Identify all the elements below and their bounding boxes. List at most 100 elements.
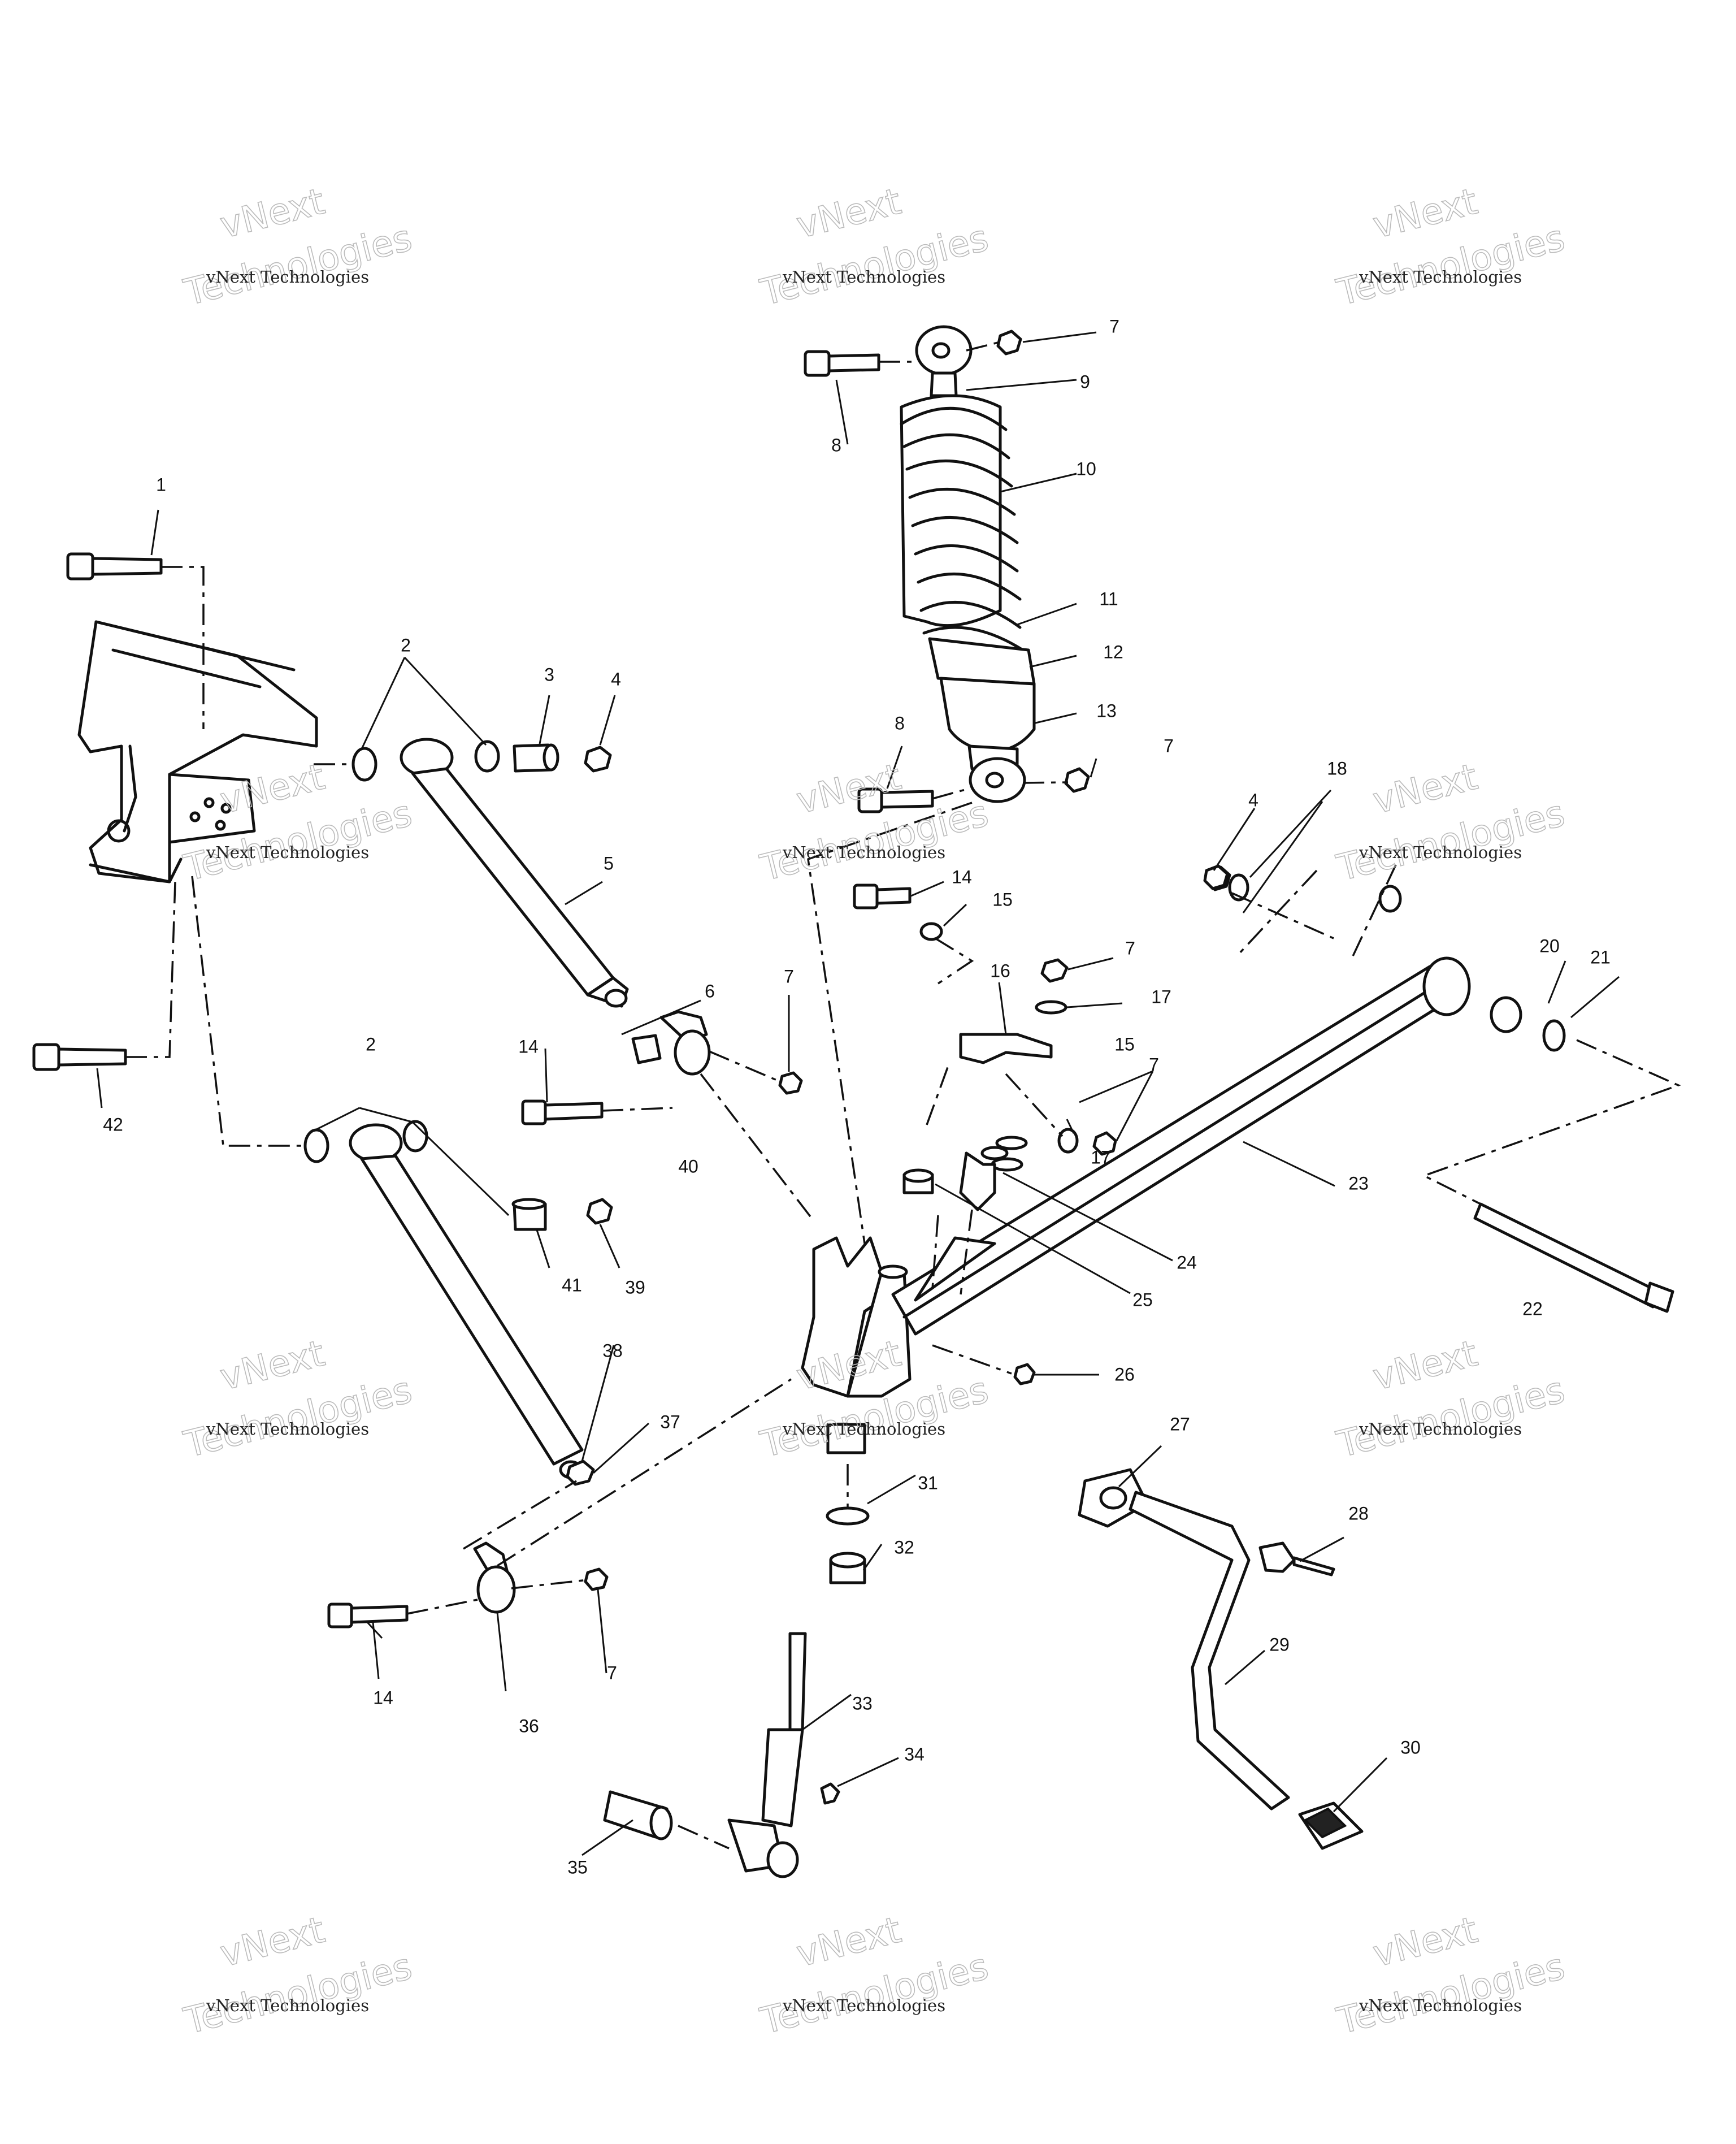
callout-8: 8 [831,435,841,455]
callout-8-lower: 8 [895,713,905,733]
callout-7-top: 7 [1109,316,1119,336]
callout-2: 2 [401,635,411,655]
callout-6: 6 [705,981,715,1001]
steering-arm-hardware [853,883,1117,1211]
svg-text:vNext Technologies: vNext Technologies [206,267,369,287]
callout-26: 26 [1114,1364,1135,1384]
callout-15-lower: 15 [1114,1034,1135,1054]
callout-17-lower: 17 [1091,1147,1111,1167]
callout-18: 18 [1327,758,1347,778]
callout-38: 38 [602,1340,623,1361]
callout-16: 16 [990,960,1010,981]
callout-3: 3 [544,664,554,685]
callout-14-bottom: 14 [373,1687,393,1708]
svg-text:vNext: vNext [793,756,905,822]
callout-1: 1 [156,474,166,495]
watermarks: vNext Technologies vNext Technologies vN… [180,180,1569,2043]
svg-text:vNext: vNext [793,1909,905,1976]
svg-text:vNext Technologies: vNext Technologies [782,1419,945,1439]
svg-text:vNext Technologies: vNext Technologies [1359,1996,1522,2015]
callout-39: 39 [625,1277,645,1297]
svg-text:vNext: vNext [1369,756,1482,822]
callout-42: 42 [103,1114,123,1134]
svg-text:vNext: vNext [793,181,905,247]
ball-joint-upper [521,1010,803,1125]
callout-22: 22 [1522,1298,1543,1319]
watermark-2: vNext Technologies vNext Technologies [756,180,993,315]
bolt-42 [32,1043,127,1071]
watermark-9: vNext Technologies vNext Technologies [1333,1332,1569,1467]
svg-text:vNext Technologies: vNext Technologies [206,1996,369,2015]
leader-lines [96,331,1620,1856]
svg-text:vNext Technologies: vNext Technologies [206,843,369,862]
svg-text:Technologies: Technologies [1333,1369,1569,1466]
callout-25: 25 [1132,1289,1153,1310]
svg-text:vNext: vNext [216,1333,329,1399]
callout-24: 24 [1177,1252,1197,1272]
callout-7-arm: 7 [1125,938,1135,958]
callout-5: 5 [604,853,614,873]
callout-35: 35 [567,1857,588,1877]
brake-pedal [1078,1468,1364,1850]
svg-text:Technologies: Technologies [1333,217,1569,314]
svg-text:Technologies: Technologies [1333,792,1569,890]
callout-30: 30 [1400,1737,1421,1757]
svg-text:vNext: vNext [216,756,329,822]
callout-11: 11 [1099,588,1118,609]
svg-text:vNext Technologies: vNext Technologies [782,267,945,287]
callout-9: 9 [1080,371,1090,392]
watermark-3: vNext Technologies vNext Technologies [1333,180,1569,315]
watermark-12: vNext Technologies vNext Technologies [1333,1909,1569,2043]
svg-text:vNext Technologies: vNext Technologies [782,843,945,862]
watermark-4: vNext Technologies vNext Technologies [180,756,416,890]
callout-31: 31 [918,1472,938,1493]
svg-text:vNext: vNext [1369,1333,1482,1399]
frame-bracket [77,620,318,883]
callout-7-shock: 7 [1164,735,1174,756]
callout-17: 17 [1151,986,1171,1007]
callout-4: 4 [611,669,621,689]
callout-40: 40 [678,1156,698,1176]
shock-absorber [804,325,1090,813]
svg-text:Technologies: Technologies [180,1946,416,2043]
callout-numbers: 1 2 3 4 5 6 7 8 9 10 11 12 13 14 15 16 1… [103,316,1611,1877]
callout-14: 14 [952,867,972,887]
spindle-knuckle [801,1236,1036,1454]
callout-4-right: 4 [1248,790,1258,810]
watermark-6: vNext Technologies vNext Technologies [1333,756,1569,890]
callout-33: 33 [852,1693,873,1713]
svg-text:Technologies: Technologies [1333,1946,1569,2043]
svg-text:vNext: vNext [1369,1909,1482,1976]
svg-text:vNext: vNext [216,1909,329,1976]
callout-7-lower-right: 7 [1149,1054,1159,1075]
callout-7-bottom: 7 [607,1662,617,1683]
washers-4-18 [1203,864,1229,890]
callout-21: 21 [1590,947,1611,967]
svg-text:vNext Technologies: vNext Technologies [1359,267,1522,287]
callout-7: 7 [784,966,794,986]
watermark-7: vNext Technologies vNext Technologies [180,1332,416,1467]
spindle-shaft [603,1506,870,1878]
callout-20: 20 [1539,935,1560,956]
svg-text:Technologies: Technologies [180,792,416,890]
svg-text:vNext Technologies: vNext Technologies [782,1996,945,2015]
svg-text:Technologies: Technologies [756,1946,992,2043]
svg-text:vNext: vNext [216,181,329,247]
callout-28: 28 [1348,1503,1369,1523]
callout-41: 41 [562,1275,582,1295]
watermark-10: vNext Technologies vNext Technologies [180,1909,416,2043]
svg-text:Technologies: Technologies [180,1369,416,1466]
callout-29: 29 [1269,1634,1290,1654]
callout-10: 10 [1076,458,1096,479]
watermark-8: vNext Technologies vNext Technologies [756,1332,993,1467]
svg-text:Technologies: Technologies [180,217,416,314]
callout-15: 15 [992,889,1013,909]
callout-23: 23 [1348,1173,1369,1193]
callout-36: 36 [519,1716,539,1736]
svg-text:vNext Technologies: vNext Technologies [1359,843,1522,862]
watermark-1: vNext Technologies vNext Technologies [180,180,416,315]
callout-32: 32 [894,1537,914,1557]
svg-text:vNext Technologies: vNext Technologies [206,1419,369,1439]
callout-27: 27 [1170,1414,1190,1434]
